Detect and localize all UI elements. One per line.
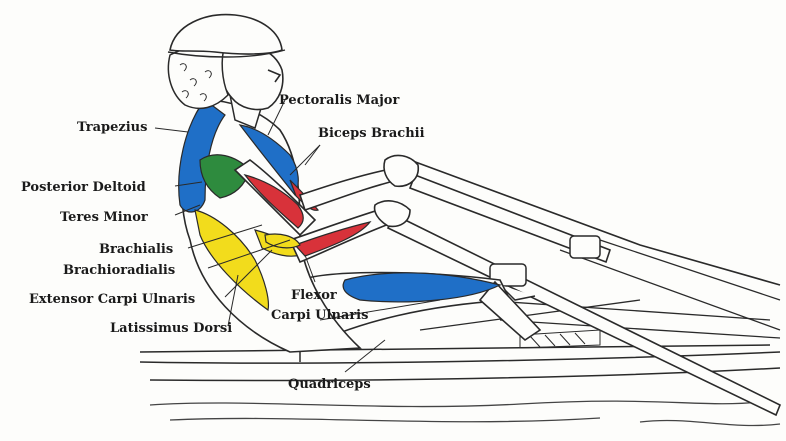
hands: [375, 155, 419, 226]
label-pectoralis-major: Pectoralis Major: [279, 94, 399, 107]
label-carpi-ulnaris: Carpi Ulnaris: [271, 309, 368, 322]
label-teres-minor: Teres Minor: [60, 211, 148, 224]
label-posterior-deltoid: Posterior Deltoid: [21, 181, 146, 194]
water-lines: [150, 401, 780, 425]
label-biceps-brachii: Biceps Brachii: [318, 127, 425, 140]
label-latissimus-dorsi: Latissimus Dorsi: [110, 322, 232, 335]
label-trapezius: Trapezius: [77, 121, 147, 134]
label-flexor: Flexor: [291, 289, 337, 302]
label-brachioradialis: Brachioradialis: [63, 264, 175, 277]
label-extensor-carpi-ulnaris: Extensor Carpi Ulnaris: [29, 293, 195, 306]
label-quadriceps: Quadriceps: [288, 378, 371, 391]
label-brachialis: Brachialis: [99, 243, 173, 256]
cap: [170, 15, 282, 54]
